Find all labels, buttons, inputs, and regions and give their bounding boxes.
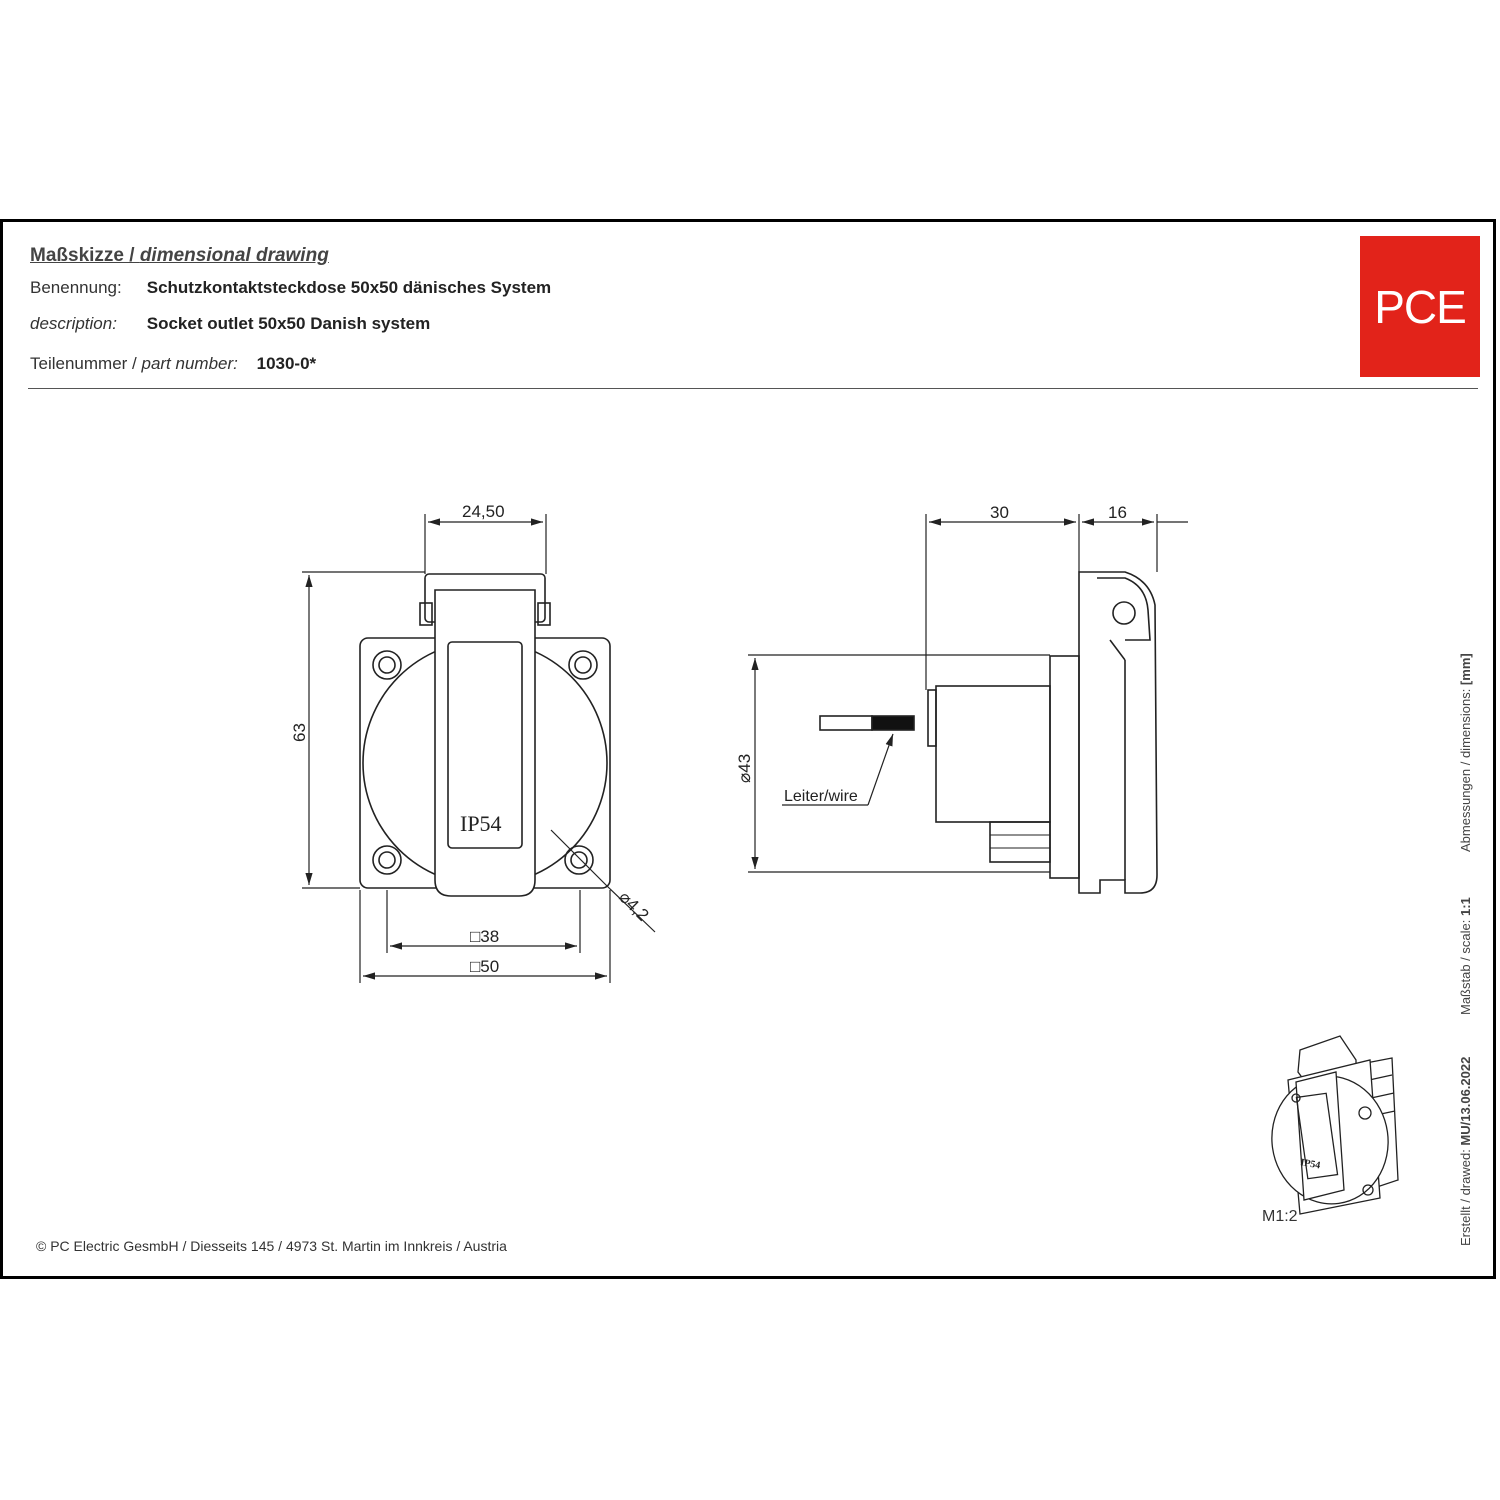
mounting-hole-top-left — [372, 650, 402, 680]
side-terminal-block — [989, 821, 1051, 863]
description-label: description: — [30, 314, 117, 333]
mounting-hole-top-right — [568, 650, 598, 680]
part-label-en: part number: — [141, 354, 238, 373]
side-view — [819, 571, 1158, 894]
mounting-hole-bottom-left — [372, 845, 402, 875]
drawing-title: Maßskizze / dimensional drawing — [30, 245, 329, 266]
side-dimensions — [748, 514, 1188, 873]
mounting-hole-bottom-right — [564, 845, 594, 875]
dim-hole-diameter: ⌀4,2 — [615, 887, 652, 924]
dim-outer-square: □50 — [470, 957, 499, 976]
dim-inner-square: □38 — [470, 927, 499, 946]
pce-logo: PCE — [1360, 236, 1480, 377]
units-note: Abmessungen / dimensions: [mm] — [1458, 653, 1473, 852]
side-flange — [1078, 571, 1158, 894]
wire-tip — [819, 715, 873, 731]
description-row: description: Socket outlet 50x50 Danish … — [30, 314, 430, 334]
dim-diameter: ⌀43 — [735, 754, 754, 783]
wire-insulation — [871, 715, 915, 731]
copyright-footer: © PC Electric GesmbH / Diesseits 145 / 4… — [36, 1238, 507, 1254]
designation-value: Schutzkontaktsteckdose 50x50 dänisches S… — [146, 278, 552, 297]
dim-height: 63 — [290, 723, 309, 742]
part-label-de: Teilenummer / — [30, 354, 142, 373]
part-number-row: Teilenummer / part number: 1030-0* — [30, 354, 316, 374]
front-dimensions — [302, 514, 656, 983]
wire-label: Leiter/wire — [784, 788, 858, 805]
dim-side-flange: 16 — [1108, 503, 1127, 522]
isometric-preview — [1271, 1035, 1399, 1215]
cover-lid — [434, 589, 536, 897]
cover-ip-label: IP54 — [460, 811, 502, 836]
designation-row: Benennung: Schutzkontaktsteckdose 50x50 … — [30, 278, 551, 298]
preview-scale: M1:2 — [1262, 1208, 1298, 1225]
drawing-frame — [0, 219, 1496, 1279]
side-hinge-pin — [1112, 601, 1136, 625]
front-view — [359, 573, 611, 897]
side-body — [935, 685, 1051, 823]
preview-ip-label: IP54 — [1299, 1157, 1321, 1171]
designation-label: Benennung: — [30, 278, 122, 297]
side-body-collar — [1049, 655, 1080, 879]
drawn-note: Erstellt / drawed: MU/13.06.2022 — [1458, 1056, 1473, 1246]
dim-side-depth: 30 — [990, 503, 1009, 522]
part-number-value: 1030-0* — [256, 354, 317, 373]
header-divider — [28, 388, 1478, 389]
cover-label-plate — [447, 641, 523, 849]
scale-note: Maßstab / scale: 1:1 — [1458, 897, 1473, 1015]
dim-top-width: 24,50 — [462, 502, 505, 521]
description-value: Socket outlet 50x50 Danish system — [146, 314, 431, 333]
